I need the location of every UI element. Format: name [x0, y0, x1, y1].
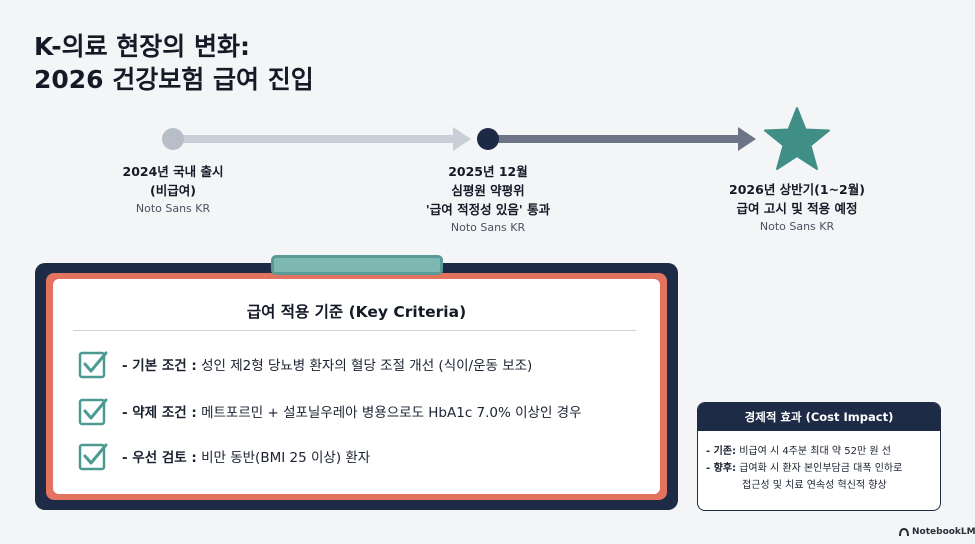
milestone-note: Noto Sans KR	[135, 202, 211, 215]
cost-impact-title: 경제적 효과 (Cost Impact)	[698, 403, 940, 431]
criteria-desc: 비만 동반(BMI 25 이상) 환자	[196, 450, 371, 466]
milestone-line: 심평원 약평위	[451, 183, 525, 198]
milestone-line: 2024년 국내 출시	[122, 164, 224, 179]
criteria-item-basic: - 기본 조건 : 성인 제2형 당뇨병 환자의 혈당 조절 개선 (식이/운동…	[78, 348, 532, 380]
milestone-line: 2025년 12월	[448, 164, 528, 179]
brand-watermark: NotebookLM	[899, 527, 975, 537]
milestone-note: Noto Sans KR	[450, 221, 526, 234]
criteria-item-priority: - 우선 검토 : 비만 동반(BMI 25 이상) 환자	[78, 440, 370, 472]
milestone-2026: 2026년 상반기(1~2월) 급여 고시 및 적용 예정 Noto Sans …	[687, 180, 907, 236]
clipboard-paper	[53, 279, 660, 494]
milestone-note: Noto Sans KR	[759, 220, 835, 233]
criteria-item-drug: - 약제 조건 : 메트포르민 + 설포닐우레아 병용으로도 HbA1c 7.0…	[78, 395, 582, 427]
milestone-dot-current	[477, 128, 499, 150]
timeline-segment-2	[488, 135, 743, 143]
cost-impact-card: 경제적 효과 (Cost Impact) - 기존: 비급여 시 4주분 최대 …	[697, 402, 941, 511]
milestone-line: 급여 고시 및 적용 예정	[736, 201, 858, 216]
criteria-text: - 우선 검토 : 비만 동반(BMI 25 이상) 환자	[122, 446, 370, 466]
cost-impact-body: - 기존: 비급여 시 4주분 최대 약 52만 원 선 - 향후: 급여화 시…	[706, 443, 936, 494]
criteria-desc: 메트포르민 + 설포닐우레아 병용으로도 HbA1c 7.0% 이상인 경우	[196, 405, 582, 421]
criteria-label: - 약제 조건 :	[122, 405, 197, 421]
milestone-2025: 2025년 12월 심평원 약평위 '급여 적정성 있음' 통과 Noto Sa…	[378, 162, 598, 237]
cost-row-after: - 향후: 급여화 시 환자 본인부담금 대폭 인하로	[706, 460, 936, 477]
cost-label: - 향후:	[706, 463, 737, 474]
checkbox-checked-icon	[78, 351, 108, 379]
page-title-line1: K-의료 현장의 변화:	[34, 32, 250, 61]
arrow-right-icon	[453, 127, 471, 151]
checkbox-checked-icon	[78, 398, 108, 426]
criteria-text: - 약제 조건 : 메트포르민 + 설포닐우레아 병용으로도 HbA1c 7.0…	[122, 401, 582, 421]
cost-label: - 기존:	[706, 446, 737, 457]
cost-text: 급여화 시 환자 본인부담금 대폭 인하로	[736, 463, 903, 474]
checkbox-checked-icon	[78, 443, 108, 471]
brand-name: NotebookLM	[912, 527, 975, 537]
page-title-line2: 2026 건강보험 급여 진입	[34, 65, 314, 94]
milestone-line: (비급여)	[150, 183, 196, 198]
criteria-label: - 기본 조건 :	[122, 358, 197, 374]
criteria-text: - 기본 조건 : 성인 제2형 당뇨병 환자의 혈당 조절 개선 (식이/운동…	[122, 354, 532, 374]
page-title: K-의료 현장의 변화: 2026 건강보험 급여 진입	[34, 30, 314, 96]
divider	[73, 330, 636, 331]
milestone-dot-past	[162, 128, 184, 150]
notebooklm-logo-icon	[899, 528, 909, 536]
milestone-line: 2026년 상반기(1~2월)	[729, 182, 865, 197]
cost-row-before: - 기존: 비급여 시 4주분 최대 약 52만 원 선	[706, 443, 936, 460]
clipboard-clip-icon	[271, 255, 443, 275]
cost-row-after-cont: 접근성 및 치료 연속성 혁신적 향상	[742, 480, 887, 491]
timeline: 2024년 국내 출시 (비급여) Noto Sans KR 2025년 12월…	[0, 0, 975, 250]
milestone-2024: 2024년 국내 출시 (비급여) Noto Sans KR	[63, 162, 283, 218]
arrow-right-icon	[738, 127, 756, 151]
cost-text: 비급여 시 4주분 최대 약 52만 원 선	[736, 446, 891, 457]
criteria-label: - 우선 검토 :	[122, 450, 197, 466]
timeline-segment-1	[173, 135, 458, 143]
criteria-title: 급여 적용 기준 (Key Criteria)	[246, 303, 467, 321]
criteria-desc: 성인 제2형 당뇨병 환자의 혈당 조절 개선 (식이/운동 보조)	[196, 358, 533, 374]
milestone-line: '급여 적정성 있음' 통과	[425, 202, 551, 217]
star-icon	[764, 107, 830, 170]
